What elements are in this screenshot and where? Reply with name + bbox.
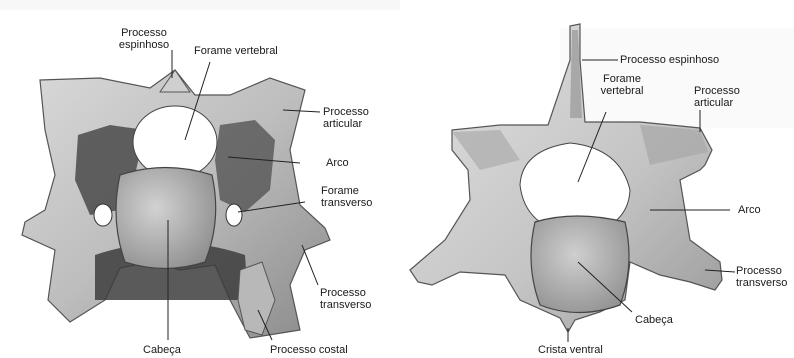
label-crista-ventral-right: Crista ventral [538,344,603,356]
left-transverse-foramen-left [94,204,112,226]
label-cabeca-right: Cabeça [635,314,673,326]
label-cabeca-left: Cabeça [143,344,181,356]
left-vertebral-foramen [133,106,217,178]
label-processo-transverso-right: Processo transverso [736,265,794,289]
label-processo-costal-left: Processo costal [270,344,348,356]
label-processo-espinhoso-right: Processo espinhoso [620,54,719,66]
label-forame-vertebral-right: Forame vertebral [592,73,652,97]
label-forame-transverso-left: Forame transverso [321,185,372,209]
label-forame-vertebral-left: Forame vertebral [194,45,278,57]
label-processo-articular-left: Processo articular [323,106,369,130]
label-processo-articular-right: Processo articular [694,85,740,109]
label-processo-transverso-left: Processo transverso [320,287,371,311]
label-arco-left: Arco [326,157,349,169]
label-arco-right: Arco [738,204,761,216]
left-transverse-foramen-right [226,204,242,226]
left-head [116,168,216,269]
label-processo-espinhoso-left: Processo espinhoso [104,27,184,51]
